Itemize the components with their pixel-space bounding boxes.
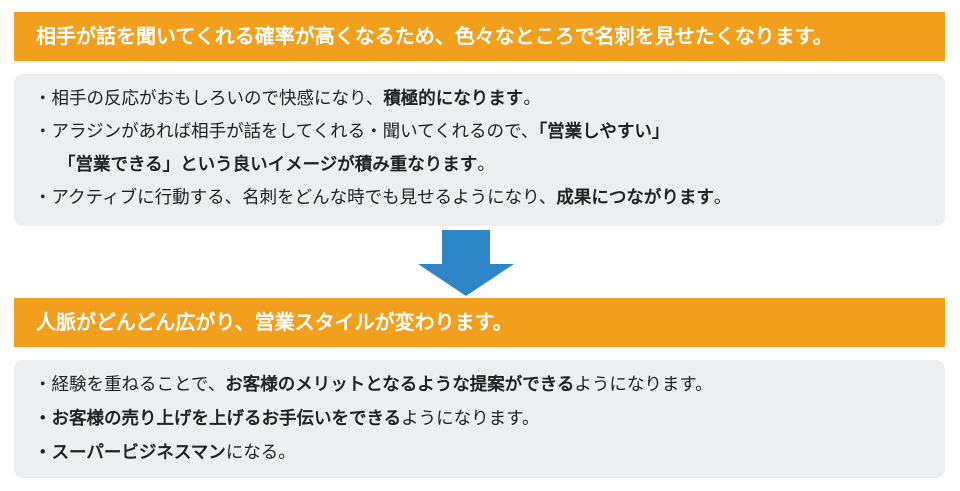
- text-segment: ・アクティブに行動する、名刺をどんな時でも見せるようになり、: [34, 188, 557, 208]
- down-arrow-shape: [418, 230, 514, 296]
- text-segment: 。: [523, 89, 541, 109]
- text-segment-bold: 「営業しやすい」: [538, 122, 670, 142]
- text-segment: 。: [477, 155, 495, 175]
- text-segment-bold: 積極的になります: [383, 89, 524, 109]
- top-heading-banner: 相手が話を聞いてくれる確率が高くなるため、色々なところで名刺を見せたくなります。: [14, 12, 945, 61]
- bottom-heading-text: 人脈がどんどん広がり、営業スタイルが変わります。: [36, 310, 513, 334]
- text-segment-bold: ・お客様の売り上げを上げるお手伝いをできる: [34, 409, 402, 429]
- top-point-line: ・アクティブに行動する、名刺をどんな時でも見せるようになり、成果につながります。: [34, 182, 931, 215]
- text-segment-bold: 「営業できる」という良いイメージが積み重なります: [58, 155, 478, 175]
- text-segment-bold: お客様のメリットとなるような提案ができる: [225, 375, 575, 395]
- text-segment: 。: [713, 188, 732, 208]
- bottom-points-panel: ・経験を重ねることで、お客様のメリットとなるような提案ができるようになります。 …: [14, 360, 945, 478]
- text-segment-bold: 成果につながります: [556, 188, 714, 208]
- text-segment: ようになります。: [574, 375, 713, 395]
- bottom-heading-banner: 人脈がどんどん広がり、営業スタイルが変わります。: [14, 298, 945, 347]
- text-segment-bold: ・スーパービジネスマン: [34, 443, 226, 463]
- down-arrow-icon: [418, 230, 514, 296]
- bottom-point-line: ・スーパービジネスマンになる。: [34, 436, 931, 470]
- bottom-point-line: ・お客様の売り上げを上げるお手伝いをできるようになります。: [34, 402, 931, 436]
- text-segment: ・アラジンがあれば相手が話をしてくれる・聞いてくれるので、: [34, 122, 539, 142]
- top-point-line: ・相手の反応がおもしろいので快感になり、積極的になります。: [34, 83, 931, 116]
- bottom-point-line: ・経験を重ねることで、お客様のメリットとなるような提案ができるようになります。: [34, 368, 931, 402]
- top-heading-text: 相手が話を聞いてくれる確率が高くなるため、色々なところで名刺を見せたくなります。: [36, 24, 833, 48]
- top-point-line-continuation: 「営業できる」という良いイメージが積み重なります。: [34, 149, 931, 182]
- top-points-panel: ・相手の反応がおもしろいので快感になり、積極的になります。 ・アラジンがあれば相…: [14, 74, 945, 226]
- top-point-line: ・アラジンがあれば相手が話をしてくれる・聞いてくれるので、「営業しやすい」: [34, 116, 931, 149]
- text-segment: ・相手の反応がおもしろいので快感になり、: [34, 89, 384, 109]
- text-segment: ・経験を重ねることで、: [34, 375, 226, 395]
- text-segment: になる。: [225, 443, 296, 463]
- text-segment: ようになります。: [401, 409, 540, 429]
